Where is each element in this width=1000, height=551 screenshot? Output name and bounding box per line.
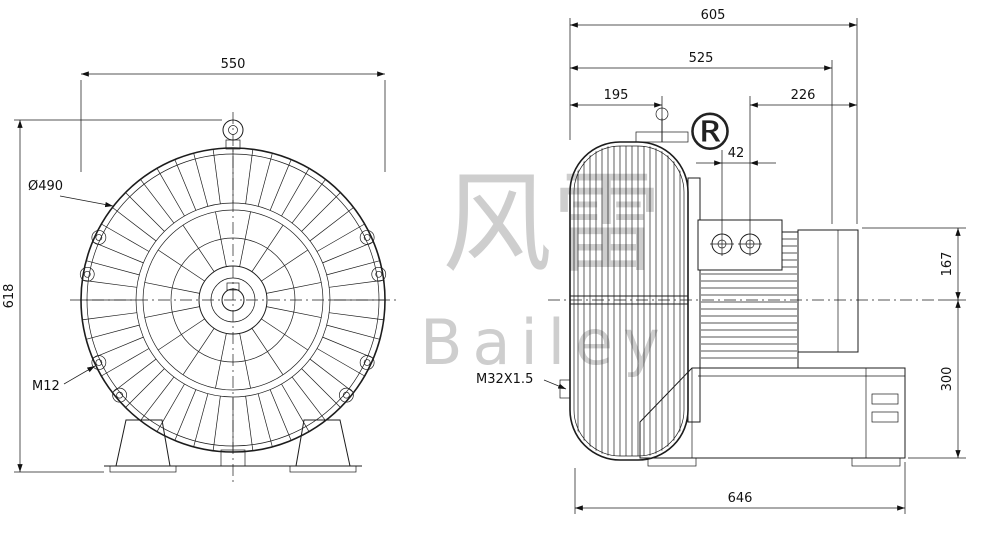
dim-m12: M12	[32, 379, 60, 394]
cable-gland-left	[710, 232, 734, 256]
front-eyebolt	[222, 119, 244, 150]
dim-550: 550	[221, 57, 246, 72]
dim-167: 167	[940, 252, 955, 277]
dim-42: 42	[728, 146, 745, 161]
dim-646: 646	[728, 491, 753, 506]
cable-gland-right	[738, 232, 762, 256]
front-centerlines	[70, 112, 400, 482]
side-motor	[687, 177, 859, 423]
front-shaft-keyway	[226, 282, 240, 291]
watermark-en-text: Bailey	[420, 306, 670, 379]
dim-195: 195	[604, 88, 629, 103]
side-view	[548, 107, 938, 467]
dim-226: 226	[791, 88, 816, 103]
gland-nipple	[559, 379, 571, 399]
motor-end-bell	[797, 229, 859, 353]
dimensions: 550 618 Ø490 M12 605 525 195 226 42 167 …	[2, 8, 966, 514]
dim-diameter-490: Ø490	[28, 179, 63, 194]
watermark-cn-text: 风雷	[442, 160, 662, 288]
front-spokes	[144, 211, 322, 389]
front-bolt-bosses	[79, 230, 387, 403]
side-base	[639, 367, 906, 467]
dim-618: 618	[2, 284, 17, 309]
base-foot-left	[647, 457, 697, 467]
front-base-feet	[104, 419, 362, 473]
dim-525: 525	[689, 51, 714, 66]
dim-605: 605	[701, 8, 726, 23]
dim-300: 300	[940, 367, 955, 392]
side-housing	[559, 107, 689, 461]
dim-m32: M32X1.5	[476, 372, 533, 387]
front-fins	[81, 148, 385, 452]
base-foot-right	[851, 457, 901, 467]
side-housing-fins	[577, 146, 681, 456]
front-view	[70, 112, 400, 482]
dimension-lines	[17, 22, 961, 511]
registered-mark: ®	[684, 103, 736, 163]
front-drain-plug	[220, 449, 246, 467]
